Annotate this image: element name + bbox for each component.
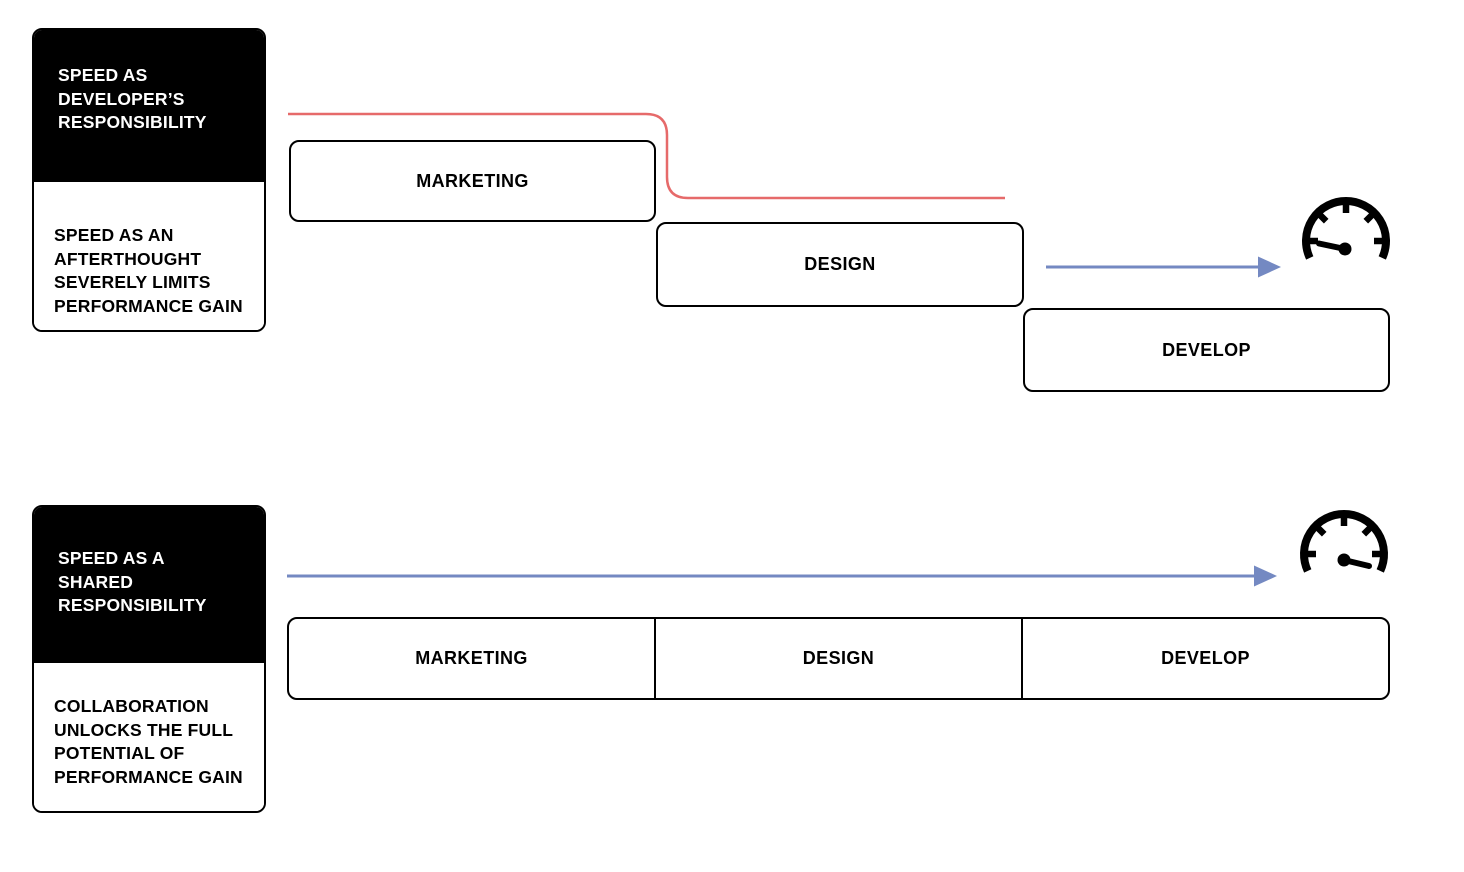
shared-card-header: SPEED AS A SHARED RESPONSIBILITY [34, 507, 264, 663]
waterfall-phase-design: DESIGN [656, 222, 1024, 307]
speedometer-high-icon [1300, 510, 1388, 573]
waterfall-card-description: SPEED AS AN AFTERTHOUGHT SEVERELY LIMITS… [54, 225, 243, 316]
shared-speed-arrow [287, 565, 1277, 587]
shared-card-description: COLLABORATION UNLOCKS THE FULL POTENTIAL… [54, 696, 243, 787]
shared-phase-develop: DEVELOP [1021, 619, 1388, 698]
waterfall-arrow-head [1258, 256, 1281, 278]
shared-phase-row: MARKETING DESIGN DEVELOP [287, 617, 1390, 700]
shared-info-card: SPEED AS A SHARED RESPONSIBILITY COLLABO… [32, 505, 266, 813]
waterfall-card-body: SPEED AS AN AFTERTHOUGHT SEVERELY LIMITS… [34, 182, 264, 330]
shared-card-title: SPEED AS A SHARED RESPONSIBILITY [58, 548, 207, 615]
waterfall-phase-develop: DEVELOP [1023, 308, 1390, 392]
waterfall-card-title: SPEED AS DEVELOPER’S RESPONSIBILITY [58, 65, 207, 132]
shared-arrow-head [1254, 565, 1277, 587]
waterfall-card-header: SPEED AS DEVELOPER’S RESPONSIBILITY [34, 30, 264, 182]
waterfall-info-card: SPEED AS DEVELOPER’S RESPONSIBILITY SPEE… [32, 28, 266, 332]
speedometer-low-icon [1302, 197, 1390, 260]
shared-card-body: COLLABORATION UNLOCKS THE FULL POTENTIAL… [34, 663, 264, 811]
waterfall-phase-marketing: MARKETING [289, 140, 656, 222]
shared-phase-design: DESIGN [654, 619, 1021, 698]
shared-phase-marketing: MARKETING [415, 648, 528, 668]
waterfall-speed-arrow [1046, 256, 1281, 278]
